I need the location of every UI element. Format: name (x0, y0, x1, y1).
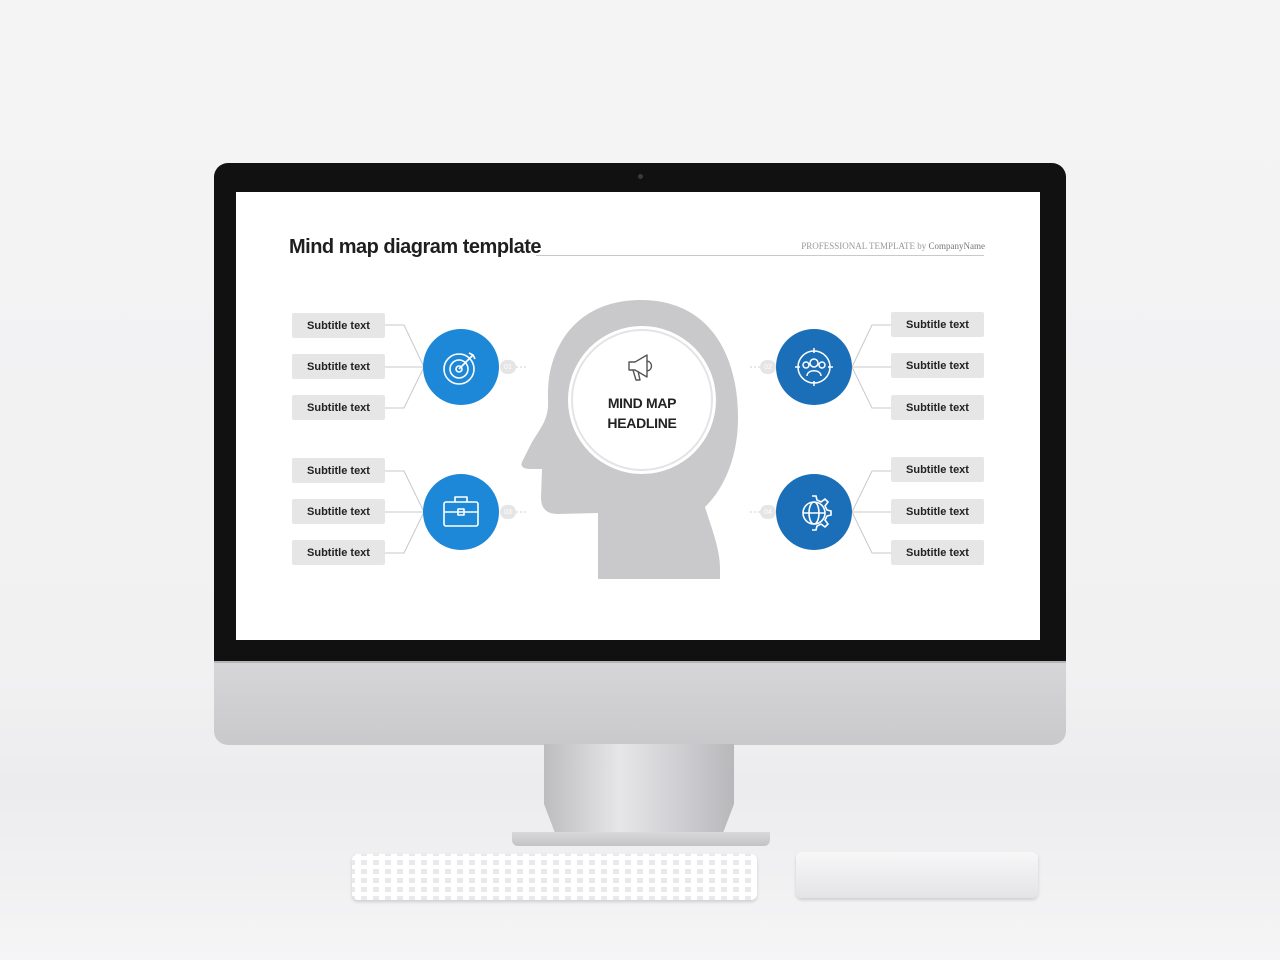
camera-icon (638, 174, 643, 179)
monitor-bezel: Mind map diagram template PROFESSIONAL T… (214, 163, 1066, 663)
node-circle-briefcase[interactable] (423, 474, 499, 550)
megaphone-icon (628, 354, 653, 381)
monitor-stand-foot (512, 832, 770, 846)
node-number: 04 (760, 505, 776, 519)
subtitle-pill[interactable]: Subtitle text (891, 499, 984, 524)
title-divider (536, 255, 984, 256)
node-number: 02 (760, 360, 776, 374)
headline-line1: MIND MAP (607, 395, 677, 411)
subtitle-pill[interactable]: Subtitle text (292, 354, 385, 379)
target-icon (443, 352, 476, 385)
subtitle-pill[interactable]: Subtitle text (292, 395, 385, 420)
team-icon (795, 348, 833, 386)
mind-map-connectors (385, 300, 891, 579)
headline-line2: HEADLINE (607, 415, 677, 431)
node-number: 01 (500, 360, 516, 374)
monitor: Mind map diagram template PROFESSIONAL T… (214, 163, 1066, 745)
keyboard (352, 854, 757, 900)
tagline-prefix: PROFESSIONAL TEMPLATE by (801, 241, 927, 251)
subtitle-pill[interactable]: Subtitle text (891, 312, 984, 337)
trackpad (796, 852, 1038, 898)
tagline-company: CompanyName (928, 241, 986, 251)
subtitle-pill[interactable]: Subtitle text (891, 395, 984, 420)
mind-map-headline: MIND MAP HEADLINE (597, 393, 687, 433)
node-circle-team[interactable] (776, 329, 852, 405)
subtitle-pill[interactable]: Subtitle text (891, 540, 984, 565)
node-number: 03 (500, 505, 516, 519)
subtitle-pill[interactable]: Subtitle text (292, 313, 385, 338)
monitor-stand (544, 744, 734, 844)
subtitle-pill[interactable]: Subtitle text (292, 458, 385, 483)
node-circle-globe[interactable] (776, 474, 852, 550)
slide-title: Mind map diagram template (289, 236, 542, 258)
slide-screen: Mind map diagram template PROFESSIONAL T… (236, 192, 1040, 640)
subtitle-pill[interactable]: Subtitle text (891, 457, 984, 482)
slide-tagline: PROFESSIONAL TEMPLATE by CompanyName (801, 241, 985, 251)
subtitle-pill[interactable]: Subtitle text (891, 353, 984, 378)
subtitle-pill[interactable]: Subtitle text (292, 499, 385, 524)
node-circle-target[interactable] (423, 329, 499, 405)
globe-gear-icon (802, 495, 832, 531)
monitor-chin (214, 661, 1066, 745)
subtitle-pill[interactable]: Subtitle text (292, 540, 385, 565)
briefcase-icon (443, 496, 479, 527)
